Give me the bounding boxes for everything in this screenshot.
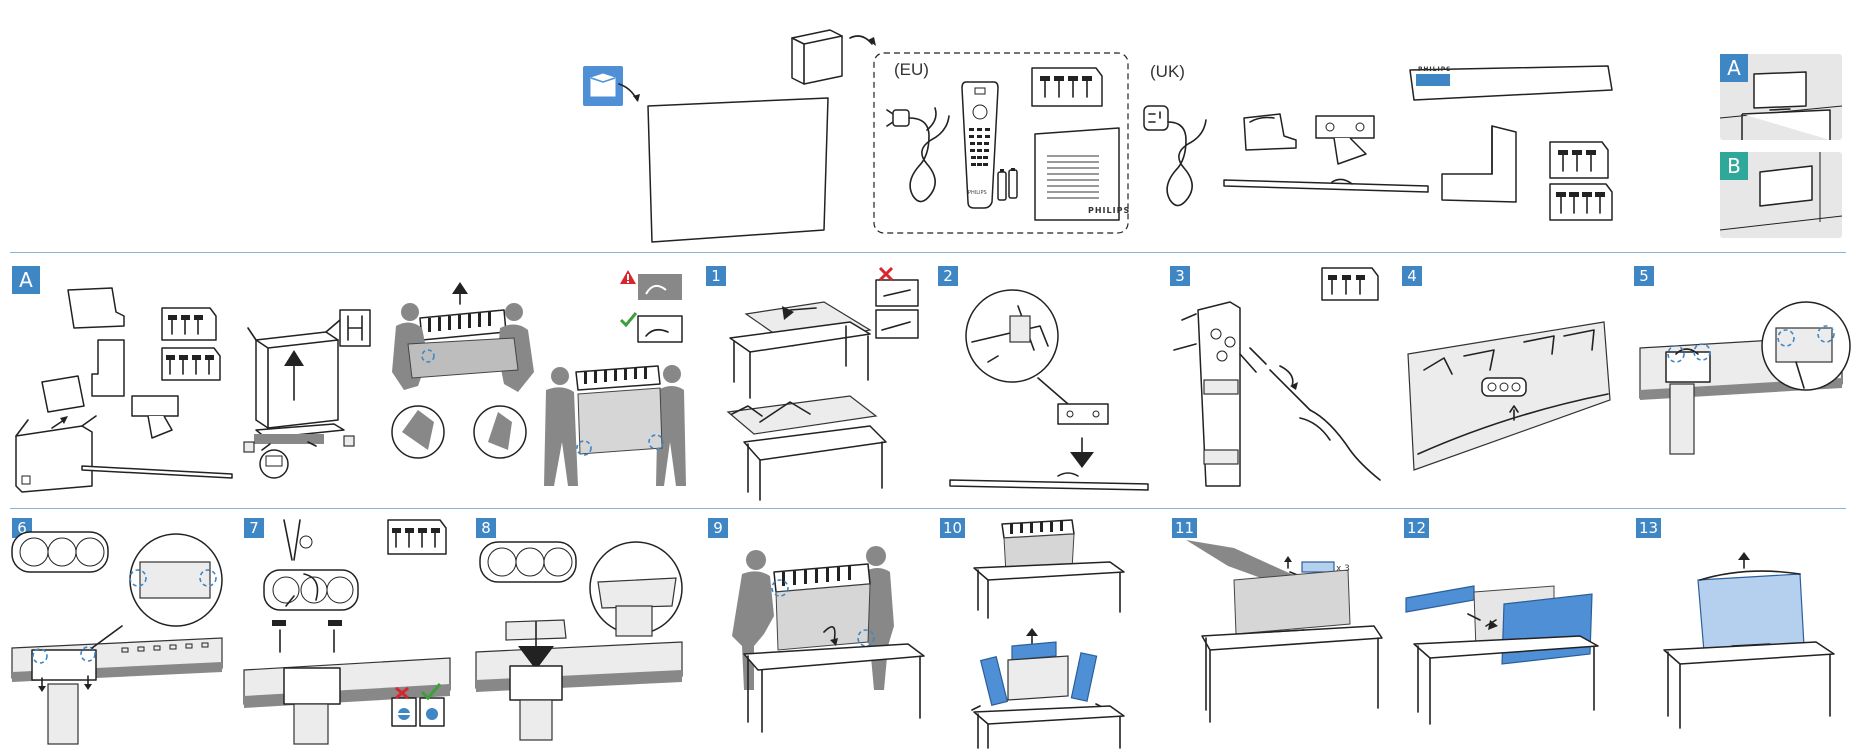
batteries xyxy=(997,168,1018,201)
stand-mount-plate xyxy=(1315,115,1375,165)
film-count: x 3 xyxy=(1336,564,1350,574)
screw-pack-3 xyxy=(1549,141,1609,179)
accessories-eu-frame xyxy=(873,52,1129,234)
screw-pack-4-step7 xyxy=(387,519,447,555)
step-12-remove-cover xyxy=(1405,585,1599,725)
label-uk: (UK) xyxy=(1150,62,1185,81)
step-6-secure-stand xyxy=(11,531,223,745)
option-a-badge: A xyxy=(1720,54,1748,82)
section-a-badge: A xyxy=(12,266,40,294)
user-manual xyxy=(1034,127,1120,221)
step-8-attach-cover xyxy=(475,541,683,741)
stand-l-bracket xyxy=(1441,125,1517,203)
step-1-badge: 1 xyxy=(706,266,726,286)
tv-on-stand-icon xyxy=(1719,71,1843,140)
stand-bar xyxy=(1223,178,1429,193)
lift-box-off xyxy=(243,319,355,479)
warning-icon xyxy=(620,270,682,300)
step-13-badge: 13 xyxy=(1636,518,1662,538)
option-a-panel[interactable] xyxy=(1719,54,1843,140)
step-7-screw-base xyxy=(243,519,451,745)
step-5-badge: 5 xyxy=(1634,266,1654,286)
stand-bracket xyxy=(1243,113,1297,151)
divider-middle xyxy=(10,508,1846,509)
box-brand: PHILIPS xyxy=(1418,66,1452,73)
screw-pack-4-a xyxy=(161,347,221,381)
step-10-remove-foam xyxy=(971,519,1125,749)
eu-power-cord xyxy=(886,107,950,203)
tv-panel xyxy=(647,97,829,243)
step-4-tv-back xyxy=(1407,321,1611,471)
two-people-carry-tv xyxy=(544,365,686,486)
step-2-badge: 2 xyxy=(938,266,958,286)
step-11-badge: 11 xyxy=(1172,518,1198,538)
remote-control xyxy=(961,81,999,209)
open-box-icon xyxy=(583,66,640,106)
uk-power-cord xyxy=(1143,105,1207,207)
step-2-attach-stand xyxy=(949,289,1149,491)
manual-brand: PHILIPS xyxy=(1088,206,1131,215)
tv-shipping-box xyxy=(1409,65,1613,101)
no-tool-icon xyxy=(875,266,919,339)
step-8-badge: 8 xyxy=(476,518,496,538)
divider-top xyxy=(10,252,1846,253)
step-7-badge: 7 xyxy=(244,518,264,538)
option-b-badge: B xyxy=(1720,152,1748,180)
two-people-lift xyxy=(391,282,534,459)
label-eu: (EU) xyxy=(894,60,929,79)
screw-pack-3-step3 xyxy=(1321,267,1379,301)
step-10-badge: 10 xyxy=(940,518,966,538)
step-5-mount-stand xyxy=(1639,301,1851,455)
step-11-peel-film xyxy=(1186,540,1383,723)
step-12-badge: 12 xyxy=(1404,518,1430,538)
step-4-badge: 4 xyxy=(1402,266,1422,286)
stand-part-icon xyxy=(339,309,371,347)
screw-pack-3-a xyxy=(161,307,217,341)
unpack-contents xyxy=(15,287,233,493)
check-icon xyxy=(619,312,683,343)
screw-pack-4 xyxy=(1031,67,1103,107)
step-13-remove-bag xyxy=(1663,552,1835,729)
step-3-screw-stand xyxy=(1173,301,1381,487)
step-9-place-on-table xyxy=(732,546,925,733)
accessory-box xyxy=(791,29,876,85)
step-1-tv-on-table xyxy=(726,301,887,501)
remote-brand: PHILIPS xyxy=(968,190,987,196)
screw-pack-4b xyxy=(1549,183,1613,221)
step-9-badge: 9 xyxy=(708,518,728,538)
step-3-badge: 3 xyxy=(1170,266,1190,286)
tv-wall-mount-icon xyxy=(1719,152,1843,231)
